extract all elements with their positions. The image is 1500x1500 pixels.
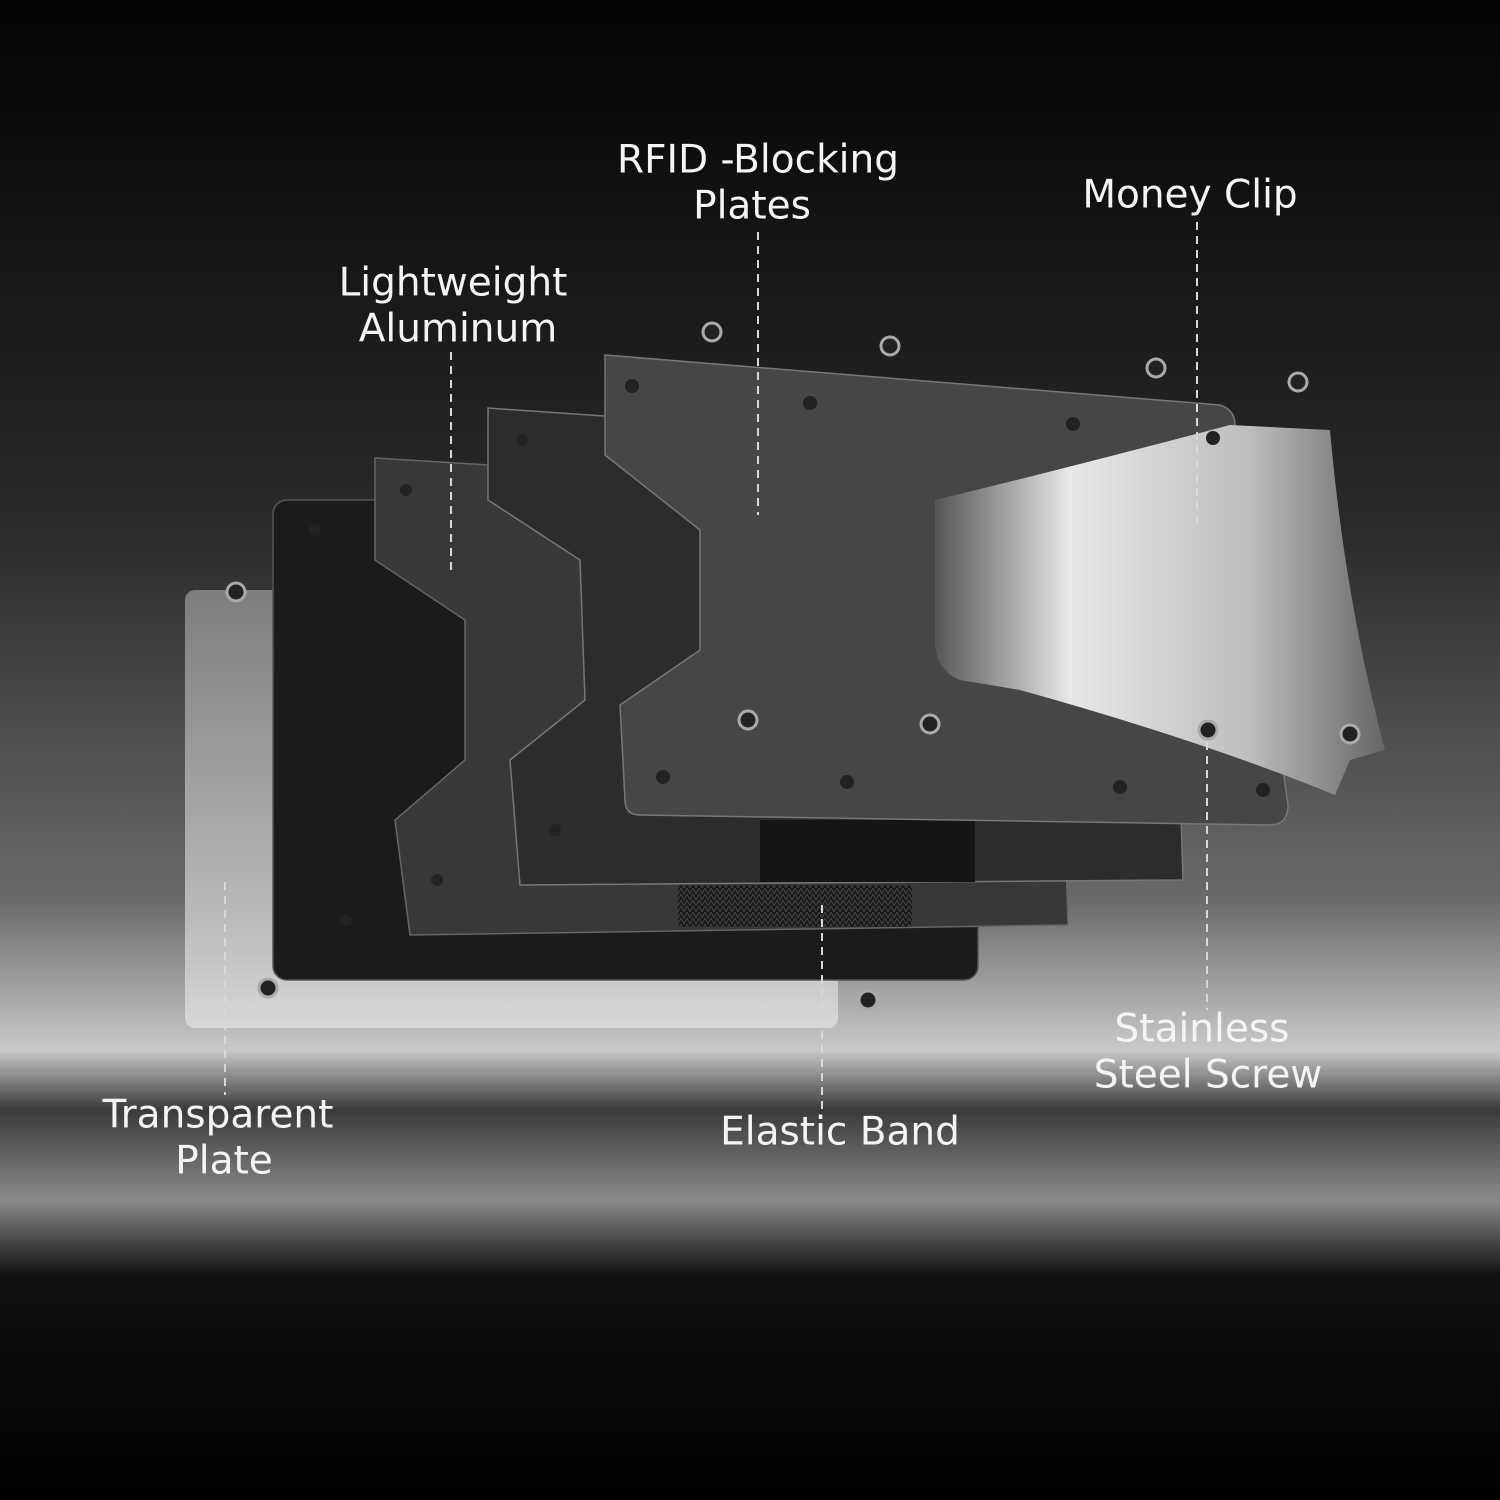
money-clip-label: Money Clip: [1082, 173, 1297, 218]
rfid-label-line2: Plates: [693, 184, 811, 229]
money-clip: [935, 425, 1385, 795]
elastic-label: Elastic Band: [720, 1110, 960, 1155]
elastic-band: [678, 885, 912, 927]
rfid-label-line1: RFID -Blocking: [617, 138, 899, 183]
aluminum-label-line1: Lightweight: [339, 261, 568, 306]
screw-label-line2: Steel Screw: [1094, 1053, 1323, 1098]
band-slot: [760, 820, 975, 882]
transparent-label-line1: Transparent: [102, 1093, 334, 1138]
aluminum-label-line2: Aluminum: [359, 307, 558, 352]
screw-label-line1: Stainless: [1115, 1007, 1290, 1052]
screws: [225, 321, 1361, 1011]
screw-holes: [309, 379, 1270, 926]
transparent-label-line2: Plate: [175, 1139, 273, 1184]
